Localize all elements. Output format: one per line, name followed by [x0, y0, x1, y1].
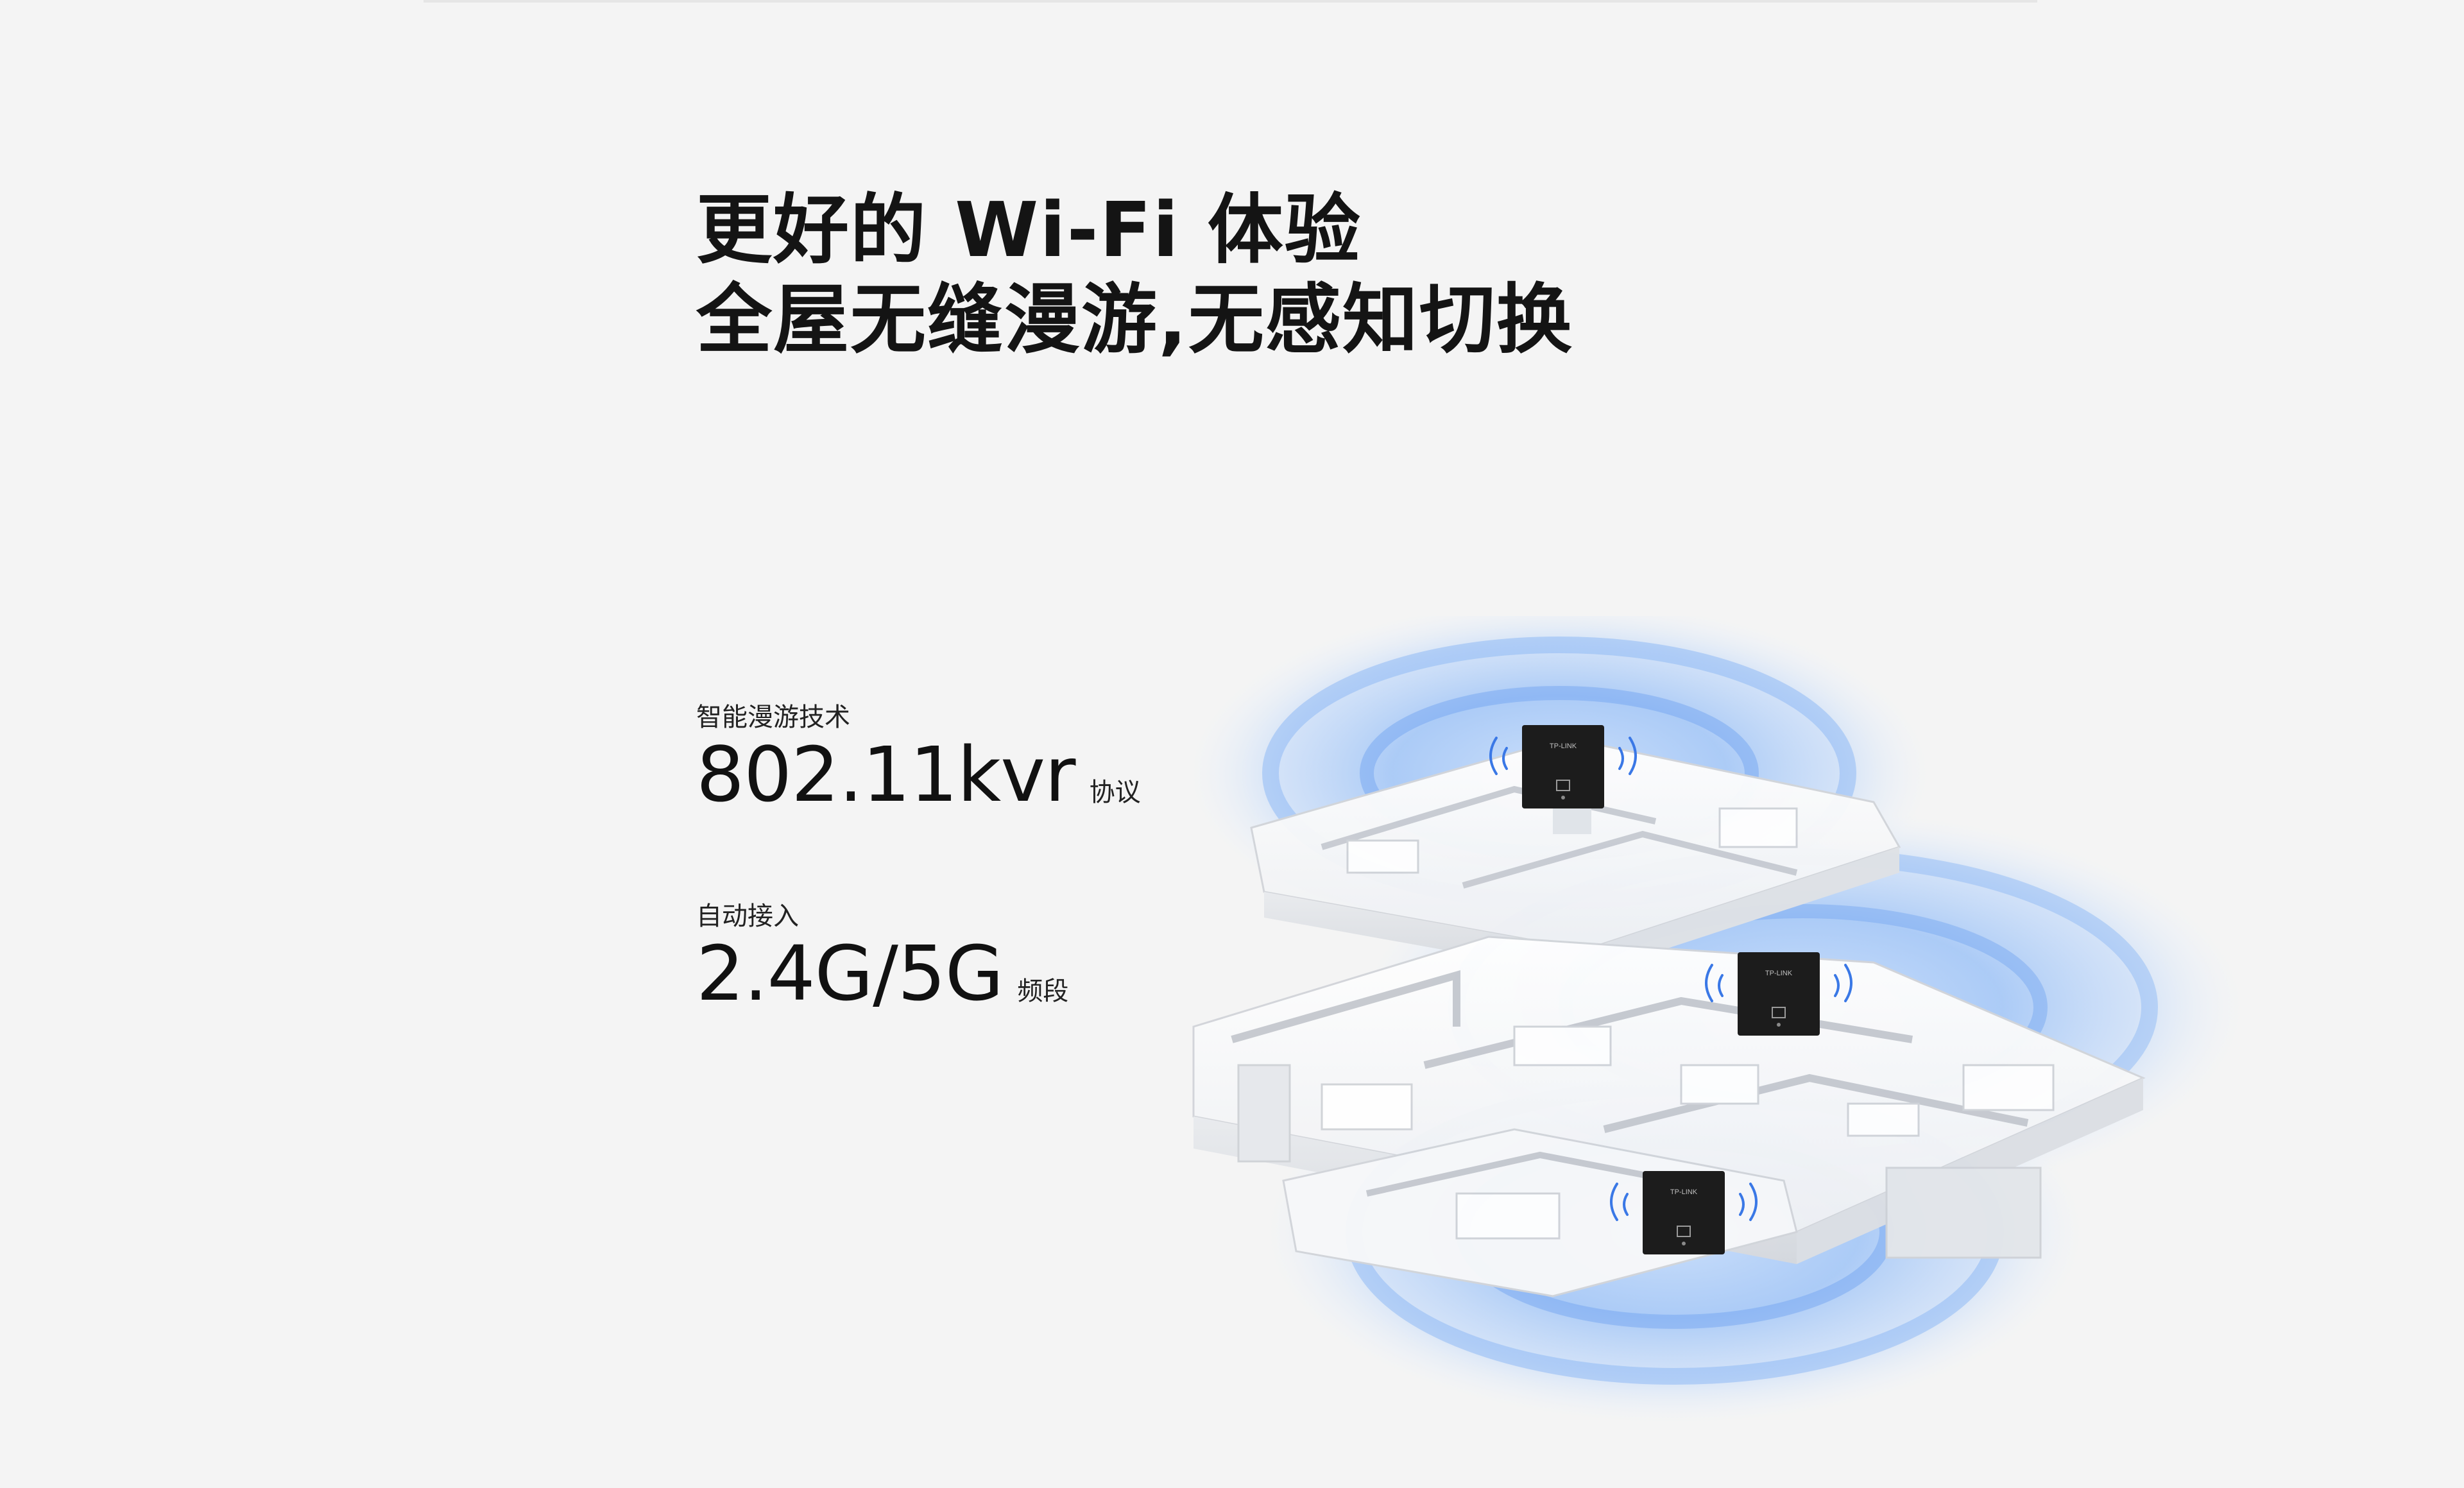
access-point-bottom: TP-LINK [1610, 1171, 1758, 1254]
wifi-icon [1489, 737, 1637, 775]
device-brand: TP-LINK [1765, 970, 1793, 977]
device-brand: TP-LINK [1550, 742, 1577, 750]
spec-value: 802.11kvr [696, 730, 1076, 819]
spec-band: 自动接入 2.4G/5G 频段 [696, 901, 1068, 1015]
spec-label: 智能漫游技术 [696, 703, 850, 732]
headline-line-2: 全屋无缝漫游,无感知切换 [696, 275, 1573, 364]
headline: 更好的 Wi-Fi 体验 全屋无缝漫游,无感知切换 [696, 185, 1573, 364]
house-coverage-illustration: TP-LINK TP-LINK TP-LINK [1187, 616, 2246, 1424]
spec-unit: 协议 [1089, 778, 1141, 807]
wifi-icon [1610, 1183, 1758, 1221]
spec-label: 自动接入 [696, 902, 799, 931]
headline-line-1: 更好的 Wi-Fi 体验 [696, 185, 1362, 274]
spec-roaming: 智能漫游技术 802.11kvr 协议 [696, 702, 1141, 816]
spec-value: 2.4G/5G [696, 929, 1004, 1018]
device-brand: TP-LINK [1670, 1188, 1698, 1196]
spec-value-row: 2.4G/5G 频段 [696, 932, 1068, 1015]
house-model [1192, 737, 2146, 1297]
wifi-icon [1705, 964, 1852, 1002]
spec-unit: 频段 [1017, 977, 1069, 1006]
access-point-top: TP-LINK [1489, 725, 1637, 808]
top-divider [424, 0, 2037, 3]
access-point-middle: TP-LINK [1705, 952, 1852, 1036]
spec-value-row: 802.11kvr 协议 [696, 733, 1141, 816]
